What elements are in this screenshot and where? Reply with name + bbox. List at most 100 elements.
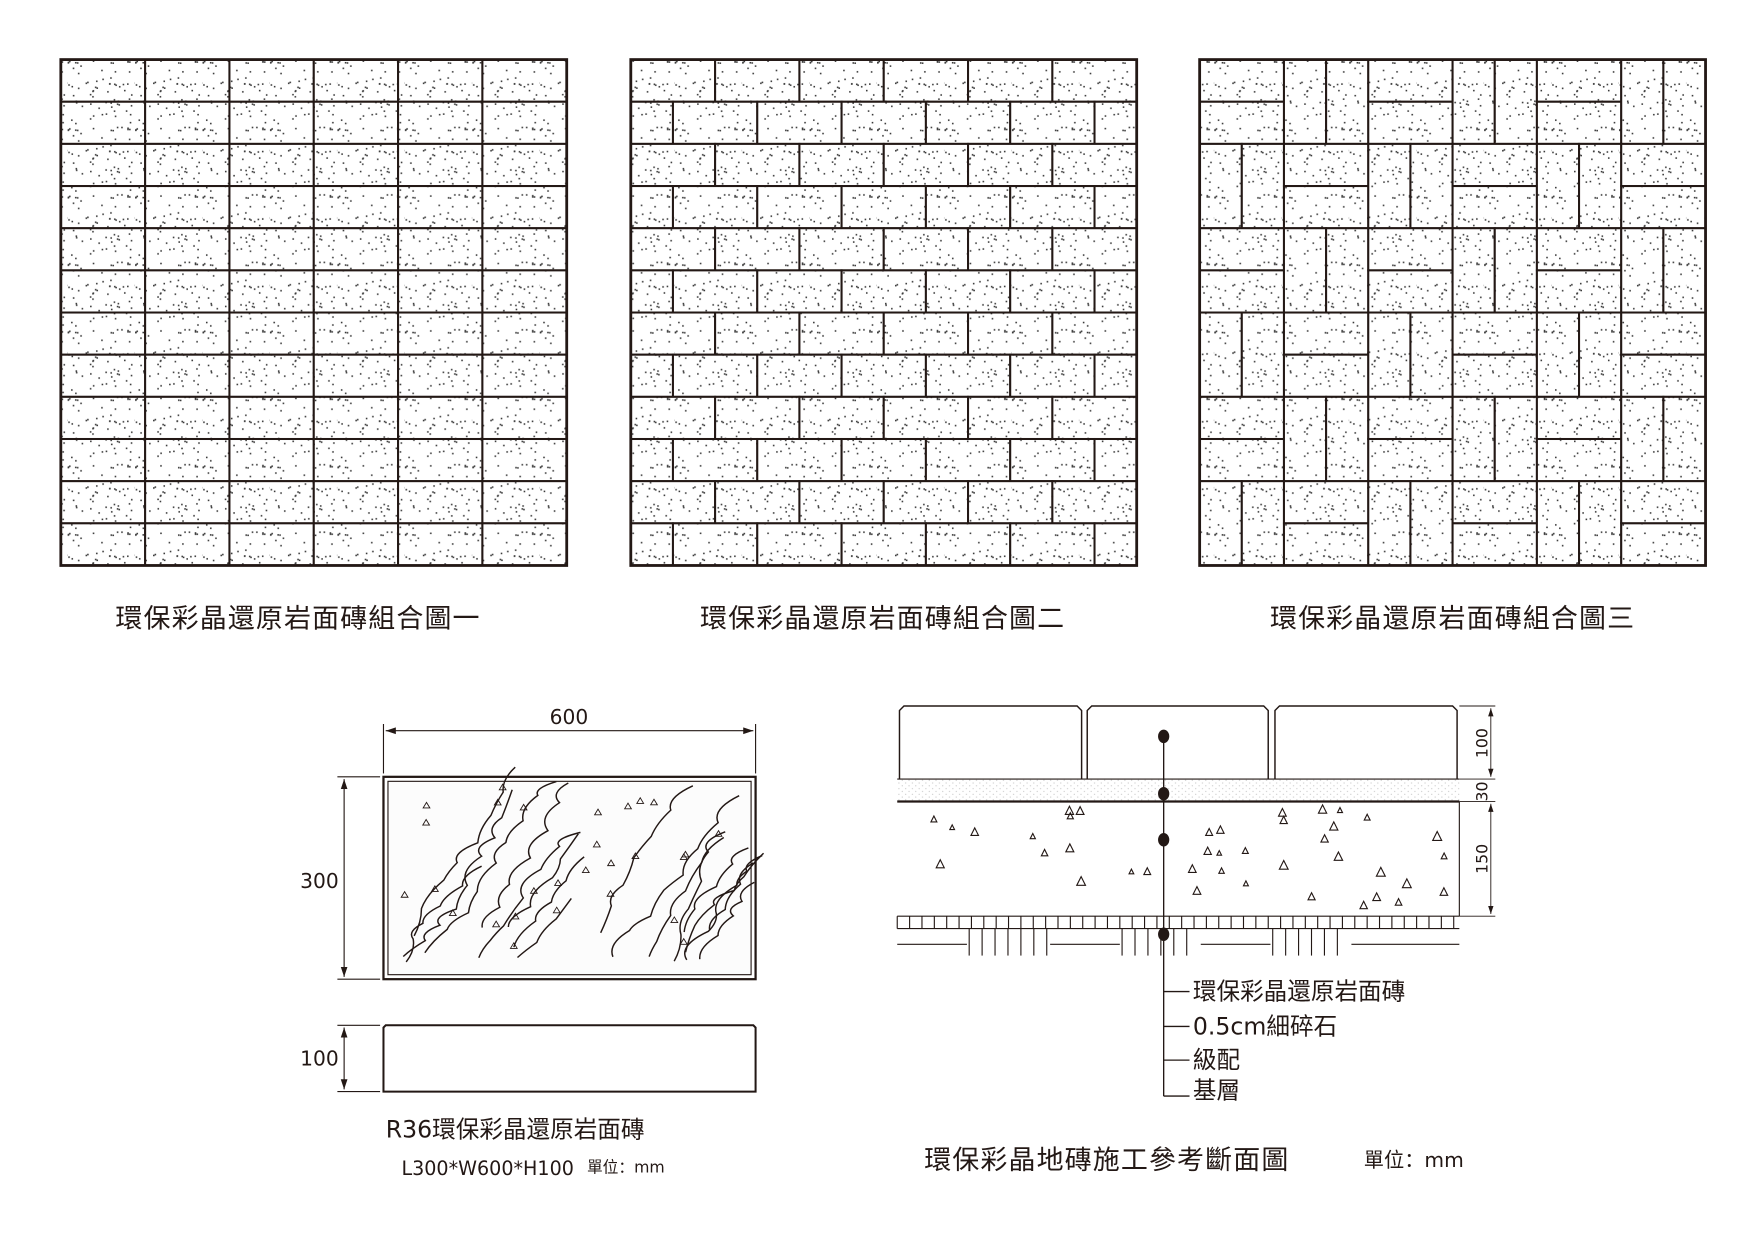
paver-tile: [397, 522, 484, 567]
layer-label-fine-gravel: 0.5cm細碎石: [1193, 1012, 1337, 1040]
paver-tile: [1093, 353, 1138, 398]
paver-tile: [924, 522, 1012, 567]
paver-tile: [671, 100, 759, 145]
paver-tile: [228, 395, 315, 441]
paver-tile: [1409, 142, 1454, 230]
paver-tile: [1620, 522, 1707, 567]
paver-tile: [629, 269, 674, 314]
paver-tile: [1451, 58, 1496, 145]
paver-tile: [397, 227, 484, 272]
paver-tile: [1451, 227, 1496, 314]
paver-tile: [756, 100, 843, 145]
pattern-panel-1: [59, 58, 569, 567]
paver-tile: [1009, 185, 1096, 230]
section-title: 環保彩晶地磚施工參考斷面圖: [924, 1145, 1289, 1176]
paver-tile: [967, 142, 1054, 188]
paver-tile: [1051, 227, 1138, 272]
paver-tile: [1409, 480, 1454, 567]
paver-tile: [1198, 142, 1243, 230]
paver-tile: [1662, 395, 1707, 483]
paver-tile: [481, 480, 568, 525]
paver-tile: [59, 395, 147, 441]
width-label: 600: [550, 705, 589, 729]
paver-tile: [1620, 480, 1707, 525]
paver-tile: [1282, 142, 1370, 188]
paver-tile: [840, 100, 927, 145]
paver-tile: [1198, 227, 1285, 272]
paver-tile: [1535, 437, 1623, 483]
height-label: 100: [300, 1047, 339, 1071]
paver-tile: [1493, 395, 1538, 483]
paver-tile: [1620, 227, 1665, 314]
paver-tile: [882, 142, 970, 188]
tile-unit: 單位：mm: [587, 1158, 665, 1177]
paver-tile: [481, 522, 568, 567]
paver-tile: [397, 395, 484, 441]
paver-tile: [1620, 395, 1665, 483]
paver-tile: [882, 395, 970, 441]
paver-tile: [629, 58, 717, 103]
paver-tile: [59, 353, 147, 398]
paver-tile: [1535, 227, 1623, 272]
paver-tile: [1093, 522, 1138, 567]
paver-tile: [312, 522, 400, 567]
paver-tile: [714, 311, 801, 356]
paver-tile: [1282, 185, 1370, 230]
paver-block: [898, 705, 1083, 780]
paver-tile: [397, 185, 484, 230]
paver-tile: [228, 269, 315, 314]
paver-tile: [1198, 311, 1243, 398]
paver-tile: [1051, 58, 1138, 103]
paver-tile: [228, 185, 315, 230]
paver-tile: [1093, 437, 1138, 483]
paver-tile: [882, 311, 970, 356]
paver-tile: [1535, 480, 1581, 567]
paver-tile: [1282, 58, 1328, 145]
paver-tile: [1451, 142, 1538, 188]
paver-tile: [798, 480, 885, 525]
paver-tile: [1240, 480, 1285, 567]
cross-section: [896, 705, 1496, 1097]
paver-tile: [397, 480, 484, 525]
pattern-caption-1: 環保彩晶還原岩面磚組合圖一: [115, 603, 480, 634]
paver-tile: [714, 395, 801, 441]
dim-sand: 30: [1472, 781, 1491, 801]
paver-tile: [1535, 142, 1581, 230]
tile-spec: L300*W600*H100: [401, 1157, 573, 1180]
paver-tile: [481, 227, 568, 272]
paver-tile: [1451, 522, 1538, 567]
paver-tile: [144, 437, 231, 483]
paver-tile: [397, 142, 484, 188]
paver-tile: [397, 269, 484, 314]
paver-tile: [1240, 142, 1285, 230]
paver-tile: [798, 142, 885, 188]
paver-tile: [481, 311, 568, 356]
paver-tile: [629, 185, 674, 230]
base-layer: [896, 915, 1460, 956]
paver-tile: [629, 395, 717, 441]
paver-tile: [1282, 480, 1370, 525]
paver-tile: [1282, 522, 1370, 567]
paver-tile: [1451, 395, 1496, 483]
paver-tile: [312, 185, 400, 230]
paver-tile: [312, 437, 400, 483]
paver-tile: [228, 142, 315, 188]
paver-tile: [312, 227, 400, 272]
paver-tile: [1367, 100, 1454, 145]
stone-texture: [400, 766, 765, 963]
paver-tile: [312, 58, 400, 103]
paver-tile: [798, 58, 885, 103]
paver-tile: [840, 185, 927, 230]
paver-tile: [840, 522, 927, 567]
paver-tile: [144, 269, 231, 314]
paver-tile: [629, 437, 674, 483]
paver-tile: [798, 395, 885, 441]
paver-tile: [1451, 353, 1538, 398]
paver-tile: [756, 185, 843, 230]
paver-tile: [481, 185, 568, 230]
paver-tile: [798, 227, 885, 272]
paver-tile: [312, 100, 400, 145]
tile-title: R36環保彩晶還原岩面磚: [386, 1116, 645, 1144]
paver-tile: [967, 395, 1054, 441]
paver-tile: [671, 522, 759, 567]
